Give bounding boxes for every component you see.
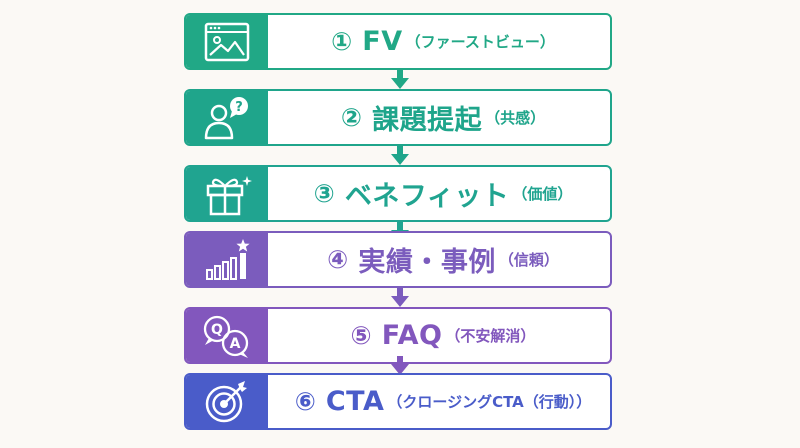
svg-text:A: A [230,336,241,352]
step-5-label: ⑤ FAQ （不安解消） [282,309,604,362]
step-title: ベネフィット [344,181,510,212]
step-5-icon-box: Q A [186,309,268,362]
step-6-icon-box [186,375,268,428]
person-question-icon: ? [204,96,248,139]
down-arrow-icon [391,70,409,89]
step-6-label: ⑥ CTA （クロージングCTA（行動）） [282,375,604,428]
step-6-cta: ⑥ CTA （クロージングCTA（行動）） [184,373,612,430]
step-subtitle: （価値） [512,185,573,203]
step-subtitle: （ファーストビュー） [405,33,555,51]
down-arrow-icon [391,146,409,165]
step-subtitle: （不安解消） [445,327,536,345]
step-4-results: ④ 実績・事例 （信頼） [184,231,612,288]
step-2-icon-box: ? [186,91,268,144]
step-number: ① [331,27,353,56]
step-number: ③ [313,179,335,208]
step-3-label: ③ ベネフィット （価値） [282,167,604,220]
svg-text:Q: Q [211,322,223,338]
step-number: ② [340,103,363,132]
step-number: ④ [327,245,349,274]
step-1-label: ① FV （ファーストビュー） [282,15,604,68]
step-4-label: ④ 実績・事例 （信頼） [282,233,604,286]
step-1-icon-box [186,15,268,68]
step-subtitle: （クロージングCTA（行動）） [387,393,592,411]
step-subtitle: （共感） [485,109,546,127]
step-title: 課題提起 [372,105,483,136]
target-icon [205,380,247,422]
step-title: FV [362,26,403,57]
image-icon [204,22,250,61]
bar-chart-star-icon [206,238,250,280]
step-title: 実績・事例 [358,247,496,278]
step-1-fv: ① FV （ファーストビュー） [184,13,612,70]
step-number: ⑤ [350,321,372,350]
step-subtitle: （信頼） [498,251,559,269]
step-title: CTA [325,386,385,417]
step-title: FAQ [381,320,443,351]
step-2-problem: ? ② 課題提起 （共感） [184,89,612,146]
step-4-icon-box [186,233,268,286]
step-3-benefit: ③ ベネフィット （価値） [184,165,612,222]
qa-bubbles-icon: Q A [203,315,249,358]
gift-icon [206,175,252,215]
step-number: ⑥ [294,387,316,416]
down-arrow-icon [391,356,409,375]
step-2-label: ② 課題提起 （共感） [282,91,604,144]
svg-text:?: ? [235,100,243,115]
down-arrow-icon [391,288,409,307]
step-3-icon-box [186,167,268,220]
